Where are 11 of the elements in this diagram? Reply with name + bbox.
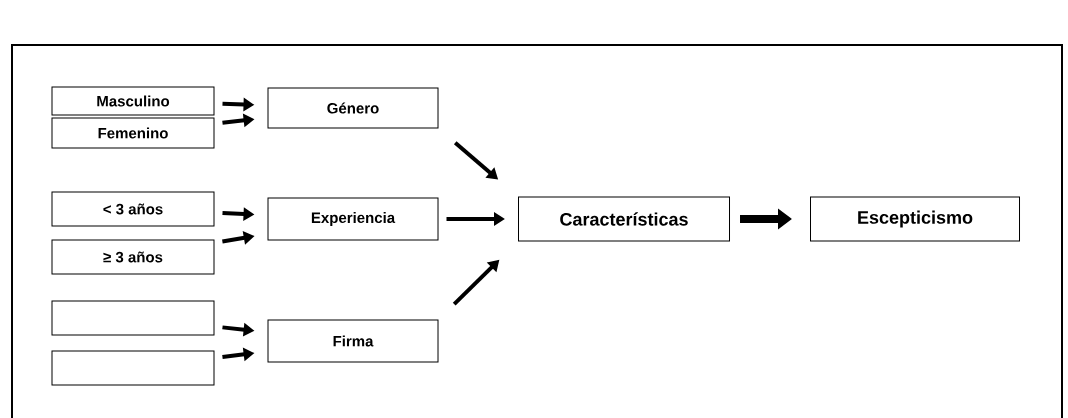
- process-box: < 3 años: [51, 191, 215, 227]
- process-box: ≥ 3 años: [51, 239, 215, 275]
- process-box: Firma: [267, 319, 439, 363]
- process-box: Características: [518, 196, 730, 242]
- process-box: Masculino: [51, 86, 215, 116]
- process-box: Experiencia: [267, 197, 439, 241]
- process-box: Escepticismo: [810, 196, 1020, 242]
- process-box: Género: [267, 87, 439, 129]
- empty-box: [51, 350, 215, 386]
- empty-box: [51, 300, 215, 336]
- process-box: Femenino: [51, 117, 215, 149]
